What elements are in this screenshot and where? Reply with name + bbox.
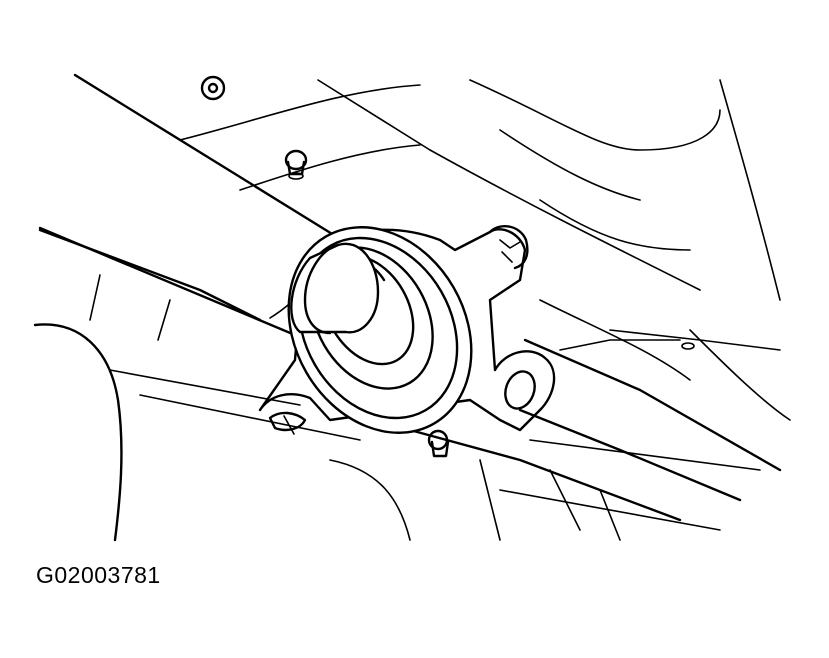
figure-code: G02003781: [36, 562, 161, 588]
driveshaft-center-bearing-illustration: [33, 73, 791, 542]
shaft-end: [290, 242, 380, 335]
underbody-panels: [179, 79, 791, 531]
driveshaft-rear-section: [518, 338, 782, 502]
background-fasteners: [200, 75, 695, 458]
